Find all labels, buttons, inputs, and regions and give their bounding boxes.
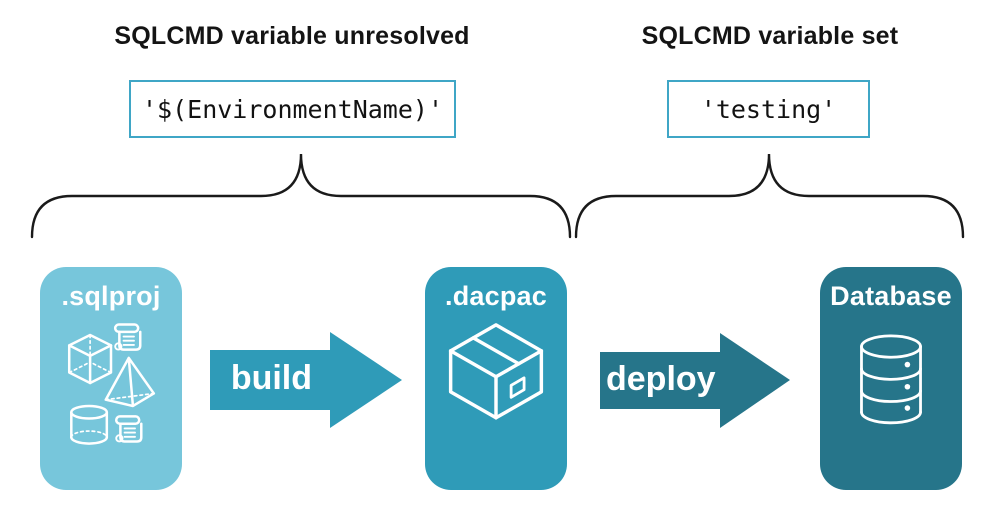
sql-objects-icon: [67, 323, 156, 445]
scroll-icon: [114, 415, 143, 443]
node-database: Database: [820, 267, 962, 490]
left-brace: [30, 153, 572, 239]
build-arrow: build: [210, 332, 402, 428]
node-dacpac-label: .dacpac: [445, 281, 547, 311]
pyramid-icon: [104, 356, 156, 408]
code-box-testing-value: 'testing': [667, 80, 870, 138]
node-dacpac: .dacpac: [425, 267, 567, 490]
heading-sqlcmd-unresolved: SQLCMD variable unresolved: [114, 22, 470, 50]
scroll-icon: [113, 323, 142, 351]
code-box-environment-variable: '$(EnvironmentName)': [129, 80, 456, 138]
right-brace: [574, 153, 965, 239]
arrow-shape-icon: [600, 333, 790, 428]
node-database-label: Database: [830, 281, 952, 311]
node-sqlproj: .sqlproj: [40, 267, 182, 490]
database-icon: [860, 334, 922, 425]
deploy-arrow: deploy: [600, 333, 790, 428]
node-sqlproj-label: .sqlproj: [61, 281, 161, 311]
code-environment-variable: '$(EnvironmentName)': [141, 94, 444, 124]
code-testing-value: 'testing': [700, 94, 837, 124]
arrow-shape-icon: [210, 332, 402, 428]
cylinder-icon: [70, 404, 109, 445]
build-arrow-label: build: [230, 358, 313, 397]
heading-sqlcmd-set: SQLCMD variable set: [641, 22, 899, 50]
package-icon: [448, 323, 544, 420]
deploy-arrow-label: deploy: [606, 359, 716, 398]
cube-icon: [67, 333, 113, 385]
